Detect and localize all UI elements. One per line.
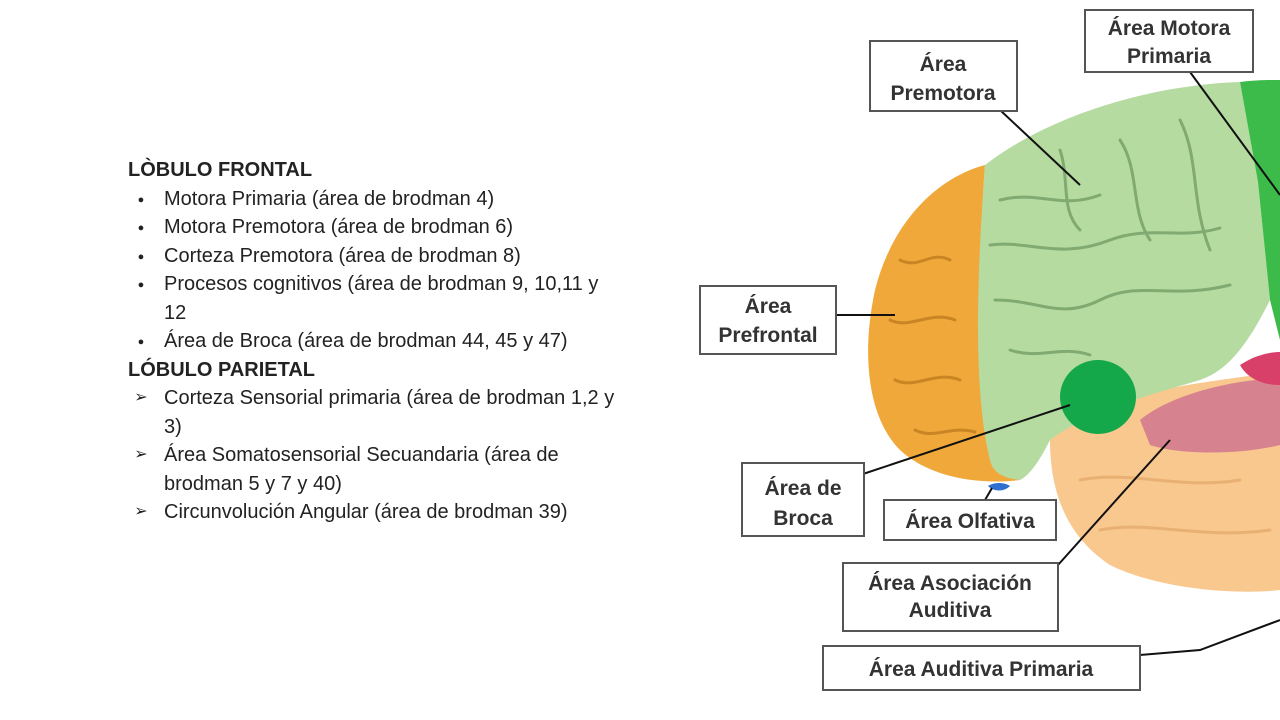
- label-asociacion-auditiva-line1: Área Asociación: [868, 572, 1032, 595]
- arrow-bullet-icon: ➢: [134, 446, 148, 463]
- list-item: ●Procesos cognitivos (área de brodman 9,…: [128, 270, 618, 327]
- premotor-region: [978, 82, 1270, 480]
- broca-region: [1060, 360, 1136, 434]
- filled-circle-bullet-icon: ●: [137, 279, 145, 291]
- label-motora-primaria: Área Motora Primaria: [1084, 9, 1254, 73]
- label-premotora: Área Premotora: [869, 40, 1018, 112]
- label-asociacion-auditiva-line2: Auditiva: [909, 599, 992, 622]
- filled-circle-bullet-icon: ●: [137, 193, 145, 206]
- temporal-gyri-lines: [1078, 475, 1272, 535]
- label-auditiva-primaria: Área Auditiva Primaria: [822, 645, 1141, 691]
- list-item: ➢Circunvolución Angular (área de brodman…: [128, 498, 618, 527]
- label-broca-line1: Área de: [764, 477, 841, 500]
- lecture-notes: LÒBULO FRONTAL ●Motora Primaria (área de…: [128, 156, 618, 527]
- auditory-association-region: [1140, 378, 1280, 453]
- prefrontal-gyri-lines: [888, 255, 977, 435]
- parietal-lobe-heading: LÓBULO PARIETAL: [128, 358, 316, 381]
- label-prefrontal: Área Prefrontal: [699, 285, 837, 355]
- list-item: ●Motora Primaria (área de brodman 4): [128, 185, 618, 214]
- gyri-lines: [988, 118, 1232, 357]
- olfactory-region: [988, 483, 1010, 491]
- label-asociacion-auditiva: Área Asociación Auditiva: [842, 562, 1059, 632]
- label-prefrontal-line1: Área: [745, 295, 792, 318]
- filled-circle-bullet-icon: ●: [137, 222, 145, 234]
- list-item: ●Área de Broca (área de brodman 44, 45 y…: [128, 327, 618, 356]
- primary-auditory-region: [1240, 352, 1280, 385]
- list-item: ➢Corteza Sensorial primaria (área de bro…: [128, 384, 618, 441]
- label-broca-line2: Broca: [773, 507, 833, 530]
- frontal-lobe-list: ●Motora Primaria (área de brodman 4) ●Mo…: [128, 185, 618, 356]
- frontal-lobe-heading: LÒBULO FRONTAL: [128, 159, 313, 181]
- list-item: ●Corteza Premotora (área de brodman 8): [128, 242, 618, 271]
- label-motora-primaria-line2: Primaria: [1127, 45, 1211, 68]
- filled-circle-bullet-icon: ●: [137, 336, 145, 348]
- label-auditiva-primaria-text: Área Auditiva Primaria: [869, 658, 1094, 681]
- label-prefrontal-line2: Prefrontal: [718, 324, 817, 347]
- primary-motor-region: [1240, 80, 1280, 340]
- label-olfativa-text: Área Olfativa: [905, 510, 1035, 533]
- label-olfativa: Área Olfativa: [883, 499, 1057, 541]
- brain-diagram: Área Motora Primaria Área Premotora Área…: [660, 0, 1280, 720]
- label-broca: Área de Broca: [741, 462, 865, 537]
- label-premotora-line2: Premotora: [890, 82, 995, 105]
- list-item: ➢Área Somatosensorial Secuandaria (área …: [128, 441, 618, 498]
- parietal-lobe-list: ➢Corteza Sensorial primaria (área de bro…: [128, 384, 618, 527]
- list-item: ●Motora Premotora (área de brodman 6): [128, 213, 618, 242]
- label-motora-primaria-line1: Área Motora: [1108, 17, 1231, 40]
- leader-lines: [836, 71, 1280, 656]
- arrow-bullet-icon: ➢: [134, 389, 148, 406]
- arrow-bullet-icon: ➢: [134, 503, 148, 520]
- label-premotora-line1: Área: [920, 53, 967, 76]
- filled-circle-bullet-icon: ●: [137, 250, 145, 263]
